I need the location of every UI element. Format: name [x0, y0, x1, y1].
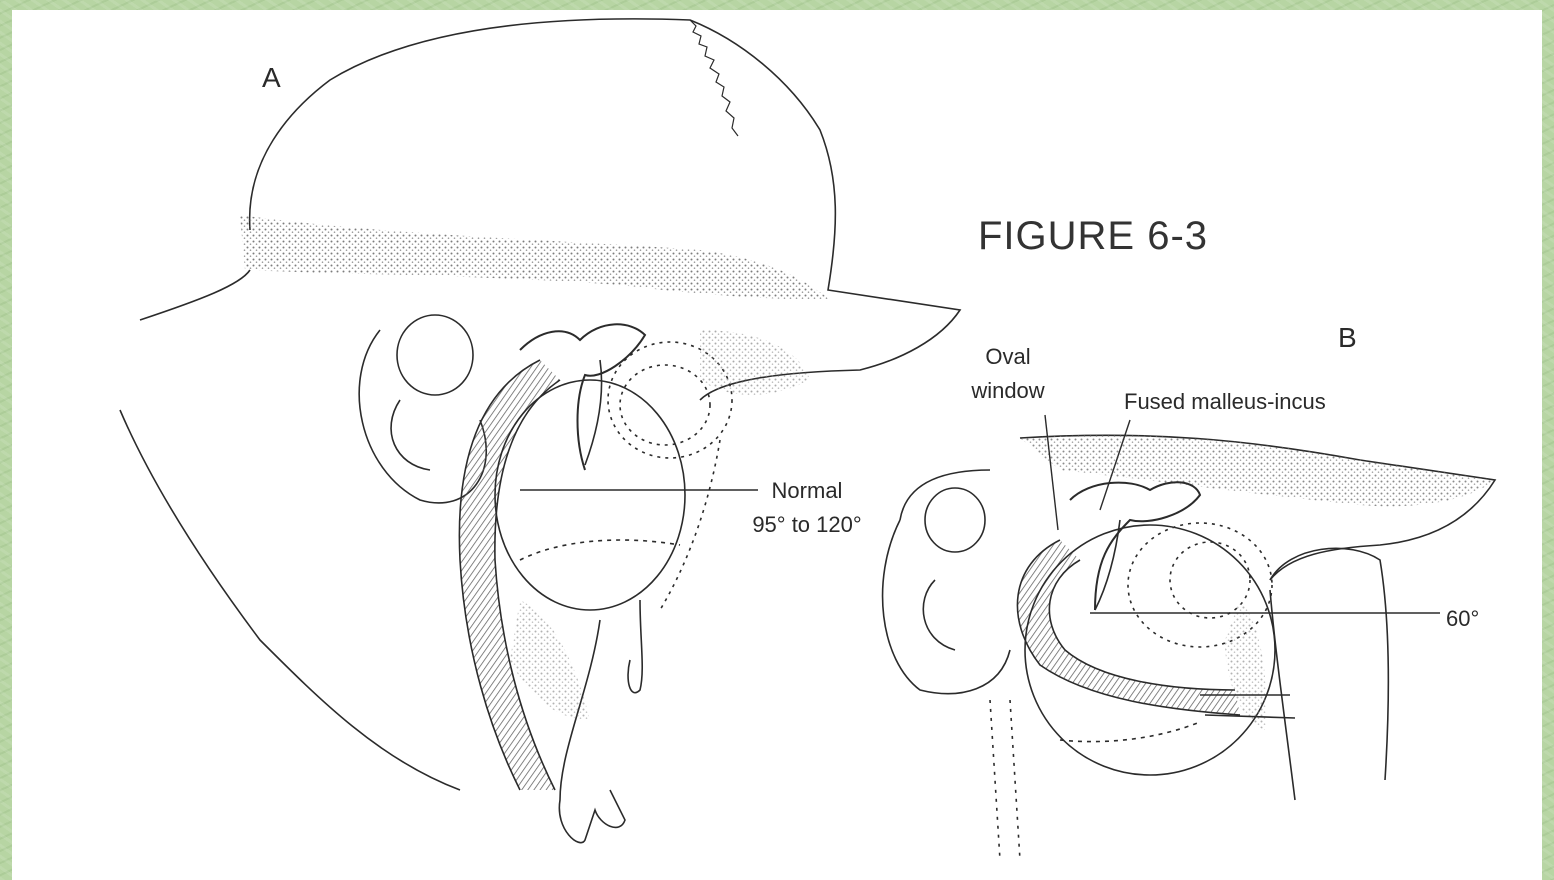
- figure-title: FIGURE 6-3: [978, 214, 1208, 259]
- oval-window-leader: [1045, 415, 1058, 530]
- panel-a-suture-edge: [690, 20, 738, 136]
- panel-a-angle-label-line1: Normal: [742, 474, 872, 508]
- panel-a-illustration: [120, 19, 960, 843]
- panel-a-curved-tube: [459, 360, 560, 790]
- panel-b-letter: B: [1338, 322, 1357, 354]
- panel-a-angle-label-line2: 95° to 120°: [742, 508, 872, 542]
- panel-a-angle-label: Normal 95° to 120°: [742, 474, 872, 542]
- panel-a-letter: A: [262, 62, 281, 94]
- panel-b-angle-label: 60°: [1446, 602, 1479, 636]
- panel-b-illustration: [883, 435, 1495, 860]
- oval-window-label-line1: Oval: [958, 340, 1058, 374]
- oval-window-label: Oval window: [958, 340, 1058, 408]
- oval-window-label-line2: window: [958, 374, 1058, 408]
- fused-malleus-incus-label: Fused malleus-incus: [1124, 385, 1326, 419]
- panel-a-ridge-shading: [240, 215, 830, 300]
